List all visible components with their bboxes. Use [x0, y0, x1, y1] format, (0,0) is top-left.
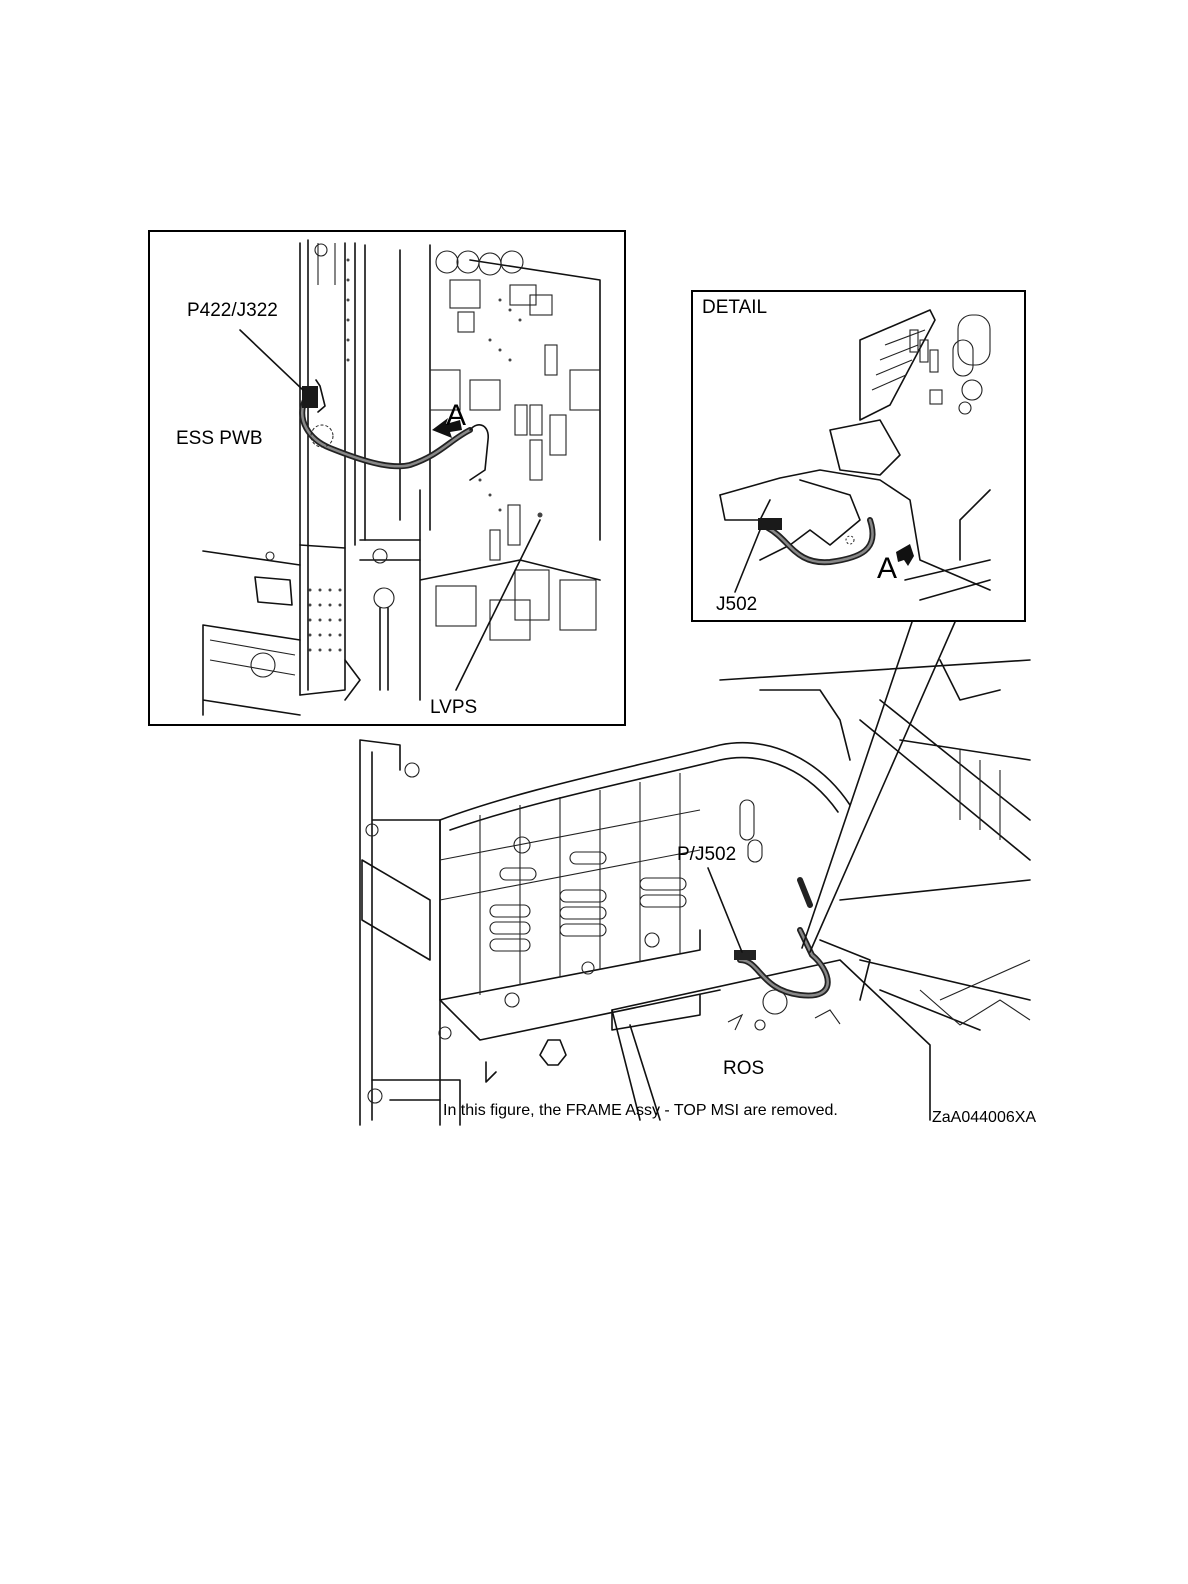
label-arrow-a-left: A	[446, 399, 466, 432]
label-ros: ROS	[723, 1058, 764, 1079]
label-p-j502: P/J502	[677, 844, 736, 865]
label-p422-j322: P422/J322	[187, 300, 278, 321]
label-lvps: LVPS	[430, 697, 477, 718]
label-j502: J502	[716, 594, 757, 615]
label-detail: DETAIL	[702, 297, 767, 318]
figure-id: ZaA044006XA	[932, 1109, 1036, 1126]
label-ess-pwb: ESS PWB	[176, 428, 263, 449]
printer-main-view	[360, 660, 1030, 1125]
detail-pointer-lines	[802, 622, 955, 952]
label-arrow-a-detail: A	[877, 552, 897, 585]
figure-caption: In this figure, the FRAME Assy - TOP MSI…	[443, 1102, 838, 1119]
detail-inset	[692, 291, 1025, 621]
